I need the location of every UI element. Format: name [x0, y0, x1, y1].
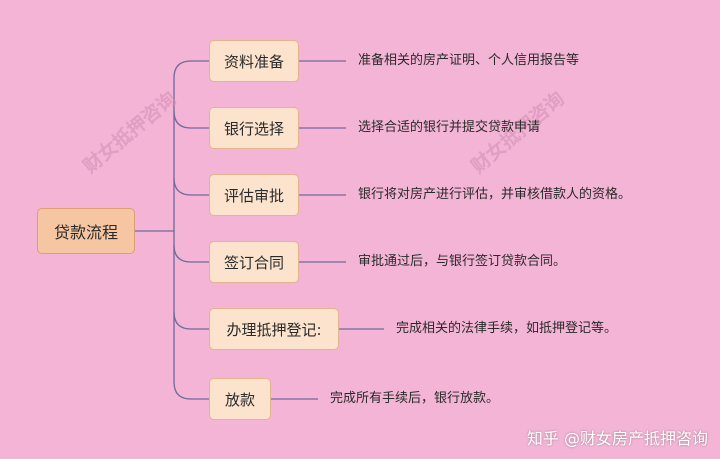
step-node-bank-choice: 银行选择	[209, 107, 299, 149]
step-node-appraisal: 评估审批	[209, 174, 299, 216]
step-desc-mortgage-registration: 完成相关的法律手续，如抵押登记等。	[396, 321, 618, 336]
step-node-materials: 资料准备	[209, 40, 299, 82]
step-desc-materials: 准备相关的房产证明、个人信用报告等	[358, 53, 580, 68]
step-desc-appraisal: 银行将对房产进行评估，并审核借款人的资格。	[358, 187, 632, 202]
step-node-disbursement: 放款	[209, 378, 271, 420]
step-node-mortgage-registration: 办理抵押登记:	[209, 308, 339, 350]
step-desc-disbursement: 完成所有手续后，银行放款。	[330, 391, 500, 406]
step-desc-contract: 审批通过后，与银行签订贷款合同。	[358, 254, 567, 269]
step-node-contract: 签订合同	[209, 241, 299, 283]
source-credit: 知乎 @财女房产抵押咨询	[526, 429, 708, 448]
step-desc-bank-choice: 选择合适的银行并提交贷款申请	[358, 120, 541, 135]
root-node-loan-process: 贷款流程	[37, 208, 135, 254]
